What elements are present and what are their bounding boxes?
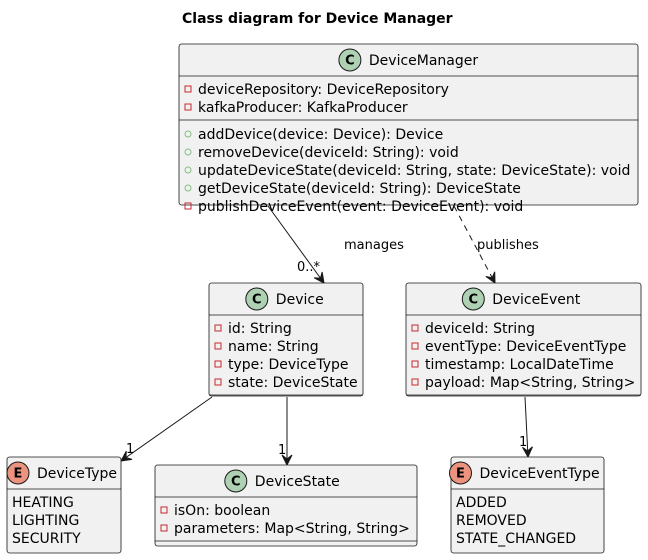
relation-line [524,396,529,458]
stereotype-letter: E [456,467,465,482]
enum-stereotype-icon [449,461,472,485]
class-name: Device [276,292,324,308]
private-visibility-icon [160,506,168,514]
class-method: publishDeviceEvent(event: DeviceEvent): … [198,199,523,215]
stereotype-letter: C [469,293,479,308]
class-attribute: state: DeviceState [228,375,358,391]
enum-stereotype-icon [6,461,30,485]
class-stereotype-icon [338,48,362,72]
enum-value: STATE_CHANGED [456,531,576,547]
relation-multiplicity: 1 [519,435,527,450]
diagram-title: Class diagram for Device Manager [182,11,453,27]
class-attribute: id: String [228,321,292,337]
relation-multiplicity: 1 [126,442,134,457]
class-device-event[interactable]: C DeviceEvent deviceId: String eventType: D… [405,282,642,397]
arrowhead-icon [313,271,325,284]
class-name: DeviceType [37,466,117,482]
class-stereotype-icon [245,287,269,311]
class-attribute: deviceId: String [425,321,535,337]
relation-multiplicity: 1 [278,443,286,458]
class-box [208,282,364,397]
enum-value: HEATING [12,495,74,511]
relation-label: manages [344,238,404,253]
public-visibility-icon [184,148,192,156]
private-visibility-icon [160,524,168,532]
class-stereotype-icon [461,287,485,311]
private-visibility-icon [214,360,222,368]
relation-multiplicity: 0..* [297,260,321,275]
class-stereotype-icon [224,469,248,493]
private-visibility-icon [214,378,222,386]
class-attribute: payload: Map<String, String> [425,375,635,391]
class-attribute: type: DeviceType [228,357,348,373]
stereotype-letter: C [252,293,262,308]
class-device[interactable]: C Device id: String name: String type: Devic… [208,282,364,397]
stereotype-letter: E [14,467,23,482]
class-name: DeviceState [255,474,340,490]
relation-device-manager-to-device-event: publishes [453,205,539,284]
class-name: DeviceEventType [480,466,600,482]
private-visibility-icon [411,324,419,332]
enum-value: ADDED [456,495,507,511]
relation-device-to-device-type: 1 [120,396,213,462]
class-box [178,43,639,206]
class-attribute: isOn: boolean [174,503,270,519]
classes-layer: C DeviceManager deviceRepository: DeviceRe… [6,43,642,554]
relation-device-event-to-device-event-type: 1 [519,396,533,459]
private-visibility-icon [214,342,222,350]
relation-line [120,396,213,462]
public-visibility-icon [184,130,192,138]
class-method: addDevice(device: Device): Device [198,127,443,143]
enum-value: LIGHTING [12,513,79,529]
private-visibility-icon [184,103,192,111]
stereotype-letter: C [345,54,355,69]
class-attribute: name: String [228,339,319,355]
class-attribute: parameters: Map<String, String> [174,521,410,537]
class-box [6,456,122,554]
class-box [450,456,605,554]
relation-line [453,205,496,284]
class-device-state[interactable]: C DeviceState isOn: boolean parameters: Map… [154,464,418,547]
arrowhead-icon [522,446,533,459]
enum-value: SECURITY [12,531,81,547]
relation-line [267,205,325,284]
public-visibility-icon [184,166,192,174]
enum-value: REMOVED [456,513,527,529]
class-box [154,464,418,547]
class-attribute: eventType: DeviceEventType [425,339,626,355]
class-name: DeviceManager [369,53,478,69]
class-method: updateDeviceState(deviceId: String, stat… [198,163,630,179]
class-box [405,282,642,397]
relations-layer: manages 0..* publishes 1 1 1 [120,205,539,467]
stereotype-letter: C [231,475,241,490]
relation-device-manager-to-device: manages 0..* [267,205,404,284]
arrowhead-icon [485,271,496,284]
class-device-manager[interactable]: C DeviceManager deviceRepository: DeviceRe… [178,43,639,215]
private-visibility-icon [184,85,192,93]
relation-device-to-device-state: 1 [278,397,293,467]
private-visibility-icon [411,378,419,386]
class-attribute: kafkaProducer: KafkaProducer [198,100,408,116]
relation-label: publishes [477,238,539,253]
class-name: DeviceEvent [492,292,580,308]
class-method: removeDevice(deviceId: String): void [198,145,459,161]
public-visibility-icon [184,184,192,192]
arrowhead-icon [120,450,133,462]
class-method: getDeviceState(deviceId: String): Device… [198,181,521,197]
private-visibility-icon [411,360,419,368]
class-attribute: timestamp: LocalDateTime [425,357,614,373]
class-attribute: deviceRepository: DeviceRepository [198,82,449,98]
private-visibility-icon [411,342,419,350]
private-visibility-icon [184,202,192,210]
arrowhead-icon [281,454,293,467]
private-visibility-icon [214,324,222,332]
